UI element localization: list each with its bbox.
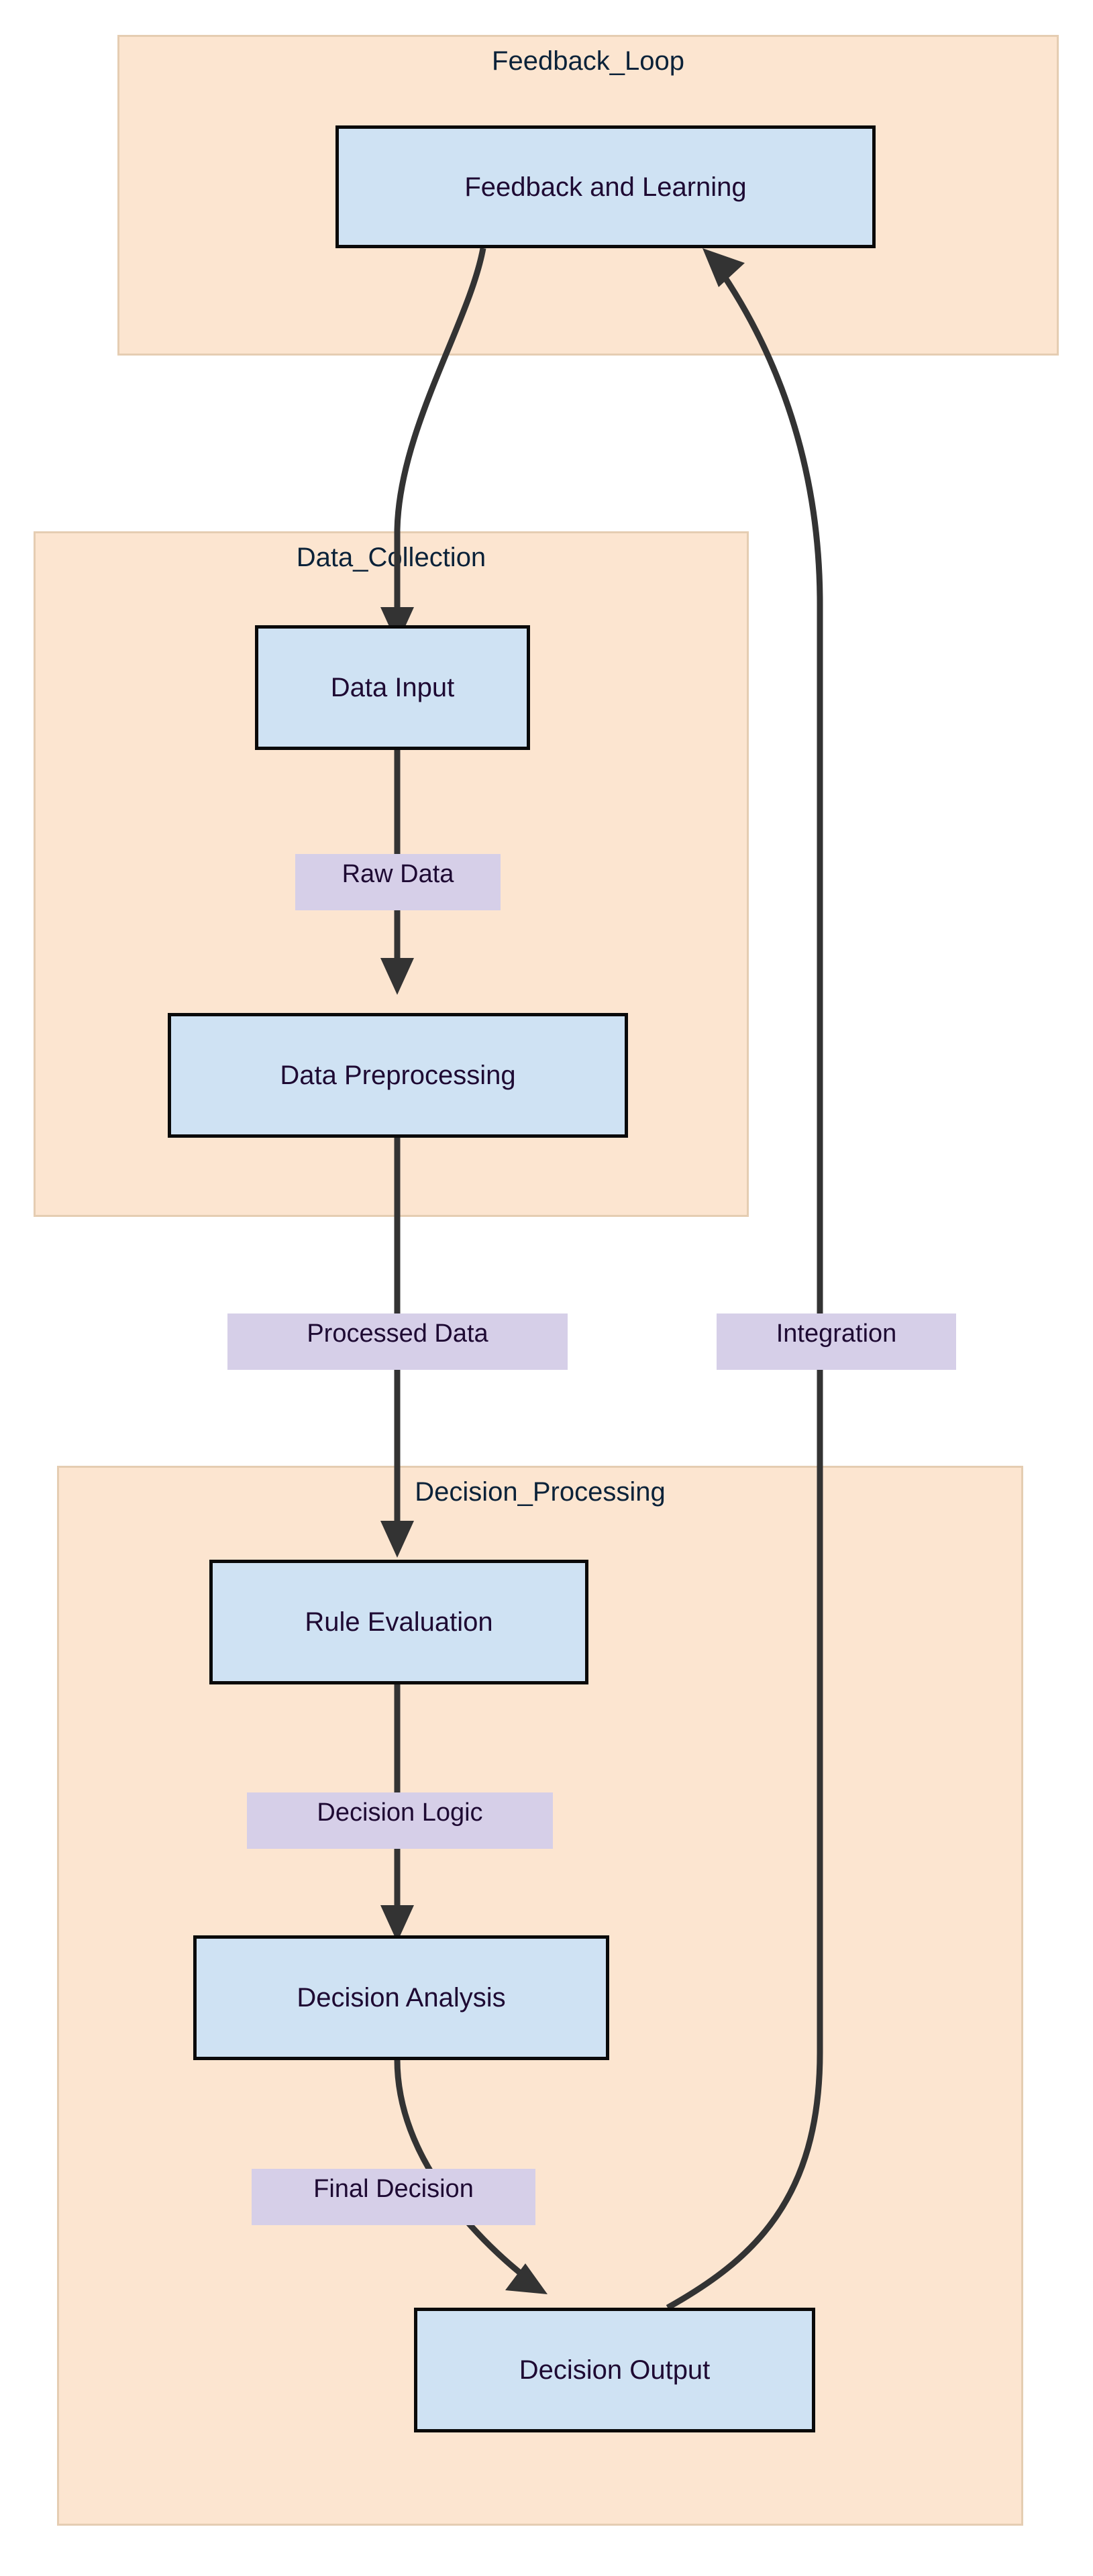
cluster-title-decision-processing: Decision_Processing xyxy=(415,1477,666,1507)
edge-label-decision-logic: Decision Logic xyxy=(247,1792,553,1849)
node-data-preprocessing[interactable]: Data Preprocessing xyxy=(168,1013,628,1138)
node-label-decision-output: Decision Output xyxy=(519,2355,711,2385)
cluster-title-data-collection: Data_Collection xyxy=(296,543,486,572)
edge-label-processed-data: Processed Data xyxy=(227,1313,568,1370)
node-label-data-input: Data Input xyxy=(330,673,455,702)
node-feedback-and-learning[interactable]: Feedback and Learning xyxy=(335,125,876,248)
edge-label-raw-data: Raw Data xyxy=(295,854,501,910)
edge-label-final-decision: Final Decision xyxy=(252,2169,535,2225)
edge-label-integration: Integration xyxy=(717,1313,956,1370)
node-label-rule-evaluation: Rule Evaluation xyxy=(305,1607,493,1637)
node-decision-output[interactable]: Decision Output xyxy=(414,2308,815,2432)
node-data-input[interactable]: Data Input xyxy=(255,625,530,750)
node-decision-analysis[interactable]: Decision Analysis xyxy=(193,1935,609,2060)
cluster-title-feedback-loop: Feedback_Loop xyxy=(492,46,684,76)
node-rule-evaluation[interactable]: Rule Evaluation xyxy=(209,1560,588,1684)
node-label-decision-analysis: Decision Analysis xyxy=(297,1983,506,2012)
node-label-data-preprocessing: Data Preprocessing xyxy=(280,1061,516,1090)
node-label-feedback-and-learning: Feedback and Learning xyxy=(464,172,747,202)
